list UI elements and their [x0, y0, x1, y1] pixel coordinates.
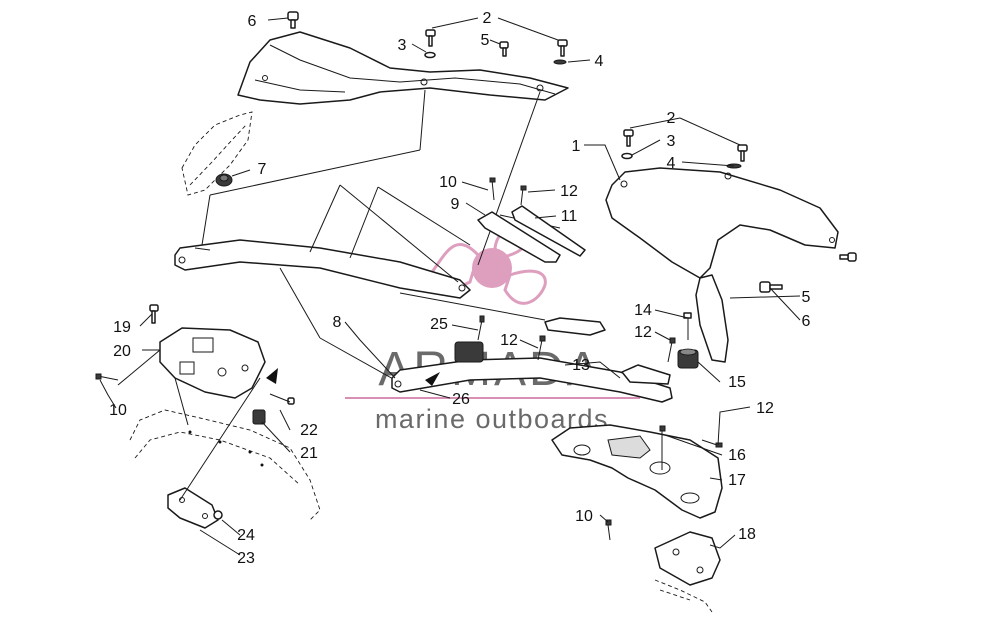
callout-6-top: 6 [248, 13, 257, 30]
callout-4-right: 4 [667, 155, 676, 172]
callout-3-top: 3 [398, 37, 407, 54]
pin-10-left-icon [95, 373, 119, 381]
callout-19: 19 [113, 319, 131, 336]
callout-labels: 6 2 3 5 4 7 1 2 3 4 5 6 10 9 12 11 8 25 … [109, 10, 810, 567]
bracket-20 [159, 327, 266, 399]
callout-25: 25 [430, 316, 448, 333]
pin-12-mid-icon [537, 335, 546, 361]
screw-2-upper-right-icon [623, 129, 634, 147]
screw-2-far-right-icon [737, 144, 748, 162]
pin-12-upper-icon [520, 185, 527, 206]
right-side-panel [605, 167, 839, 363]
callout-24: 24 [237, 527, 255, 544]
callout-21: 21 [300, 445, 318, 462]
mount-15-icon [677, 348, 699, 369]
callout-14: 14 [634, 302, 652, 319]
callout-6-right: 6 [802, 313, 811, 330]
callout-10-lower: 10 [575, 508, 593, 525]
callout-13: 13 [572, 357, 590, 374]
arrow-22-icon [266, 368, 278, 384]
callout-23: 23 [237, 550, 255, 567]
frame-rail-8 [174, 239, 471, 299]
nut-21-icon [252, 409, 266, 425]
callout-15: 15 [728, 374, 746, 391]
washer-24-icon [213, 510, 223, 520]
plate-23 [167, 487, 219, 529]
callout-7: 7 [258, 161, 267, 178]
mounting-bracket-17 [551, 424, 723, 519]
callout-10-left: 10 [109, 402, 127, 419]
callout-10-upper: 10 [439, 174, 457, 191]
plate-18 [654, 531, 721, 586]
callout-4-top: 4 [595, 53, 604, 70]
callout-1: 1 [572, 138, 581, 155]
pin-12-lower-icon [701, 439, 723, 448]
callout-11: 11 [561, 208, 578, 225]
bolt-19-icon [149, 304, 159, 324]
bolt-5-right-icon [759, 281, 783, 293]
callout-20: 20 [113, 343, 131, 360]
bolt-6-right-icon [839, 252, 857, 262]
bolt-22-icon [269, 393, 295, 405]
bracket-11 [511, 205, 586, 257]
pin-10-lower-icon [605, 519, 612, 541]
callout-12-lower: 12 [756, 400, 774, 417]
callout-5-right: 5 [802, 289, 811, 306]
bolt-6-top-icon [287, 11, 299, 29]
bracket-13-small [621, 364, 671, 385]
washer-3-right-icon [621, 152, 633, 160]
callout-17: 17 [728, 472, 746, 489]
callout-8: 8 [333, 314, 342, 331]
screw-2-right-icon [557, 39, 568, 57]
callout-22: 22 [300, 422, 318, 439]
callout-12-mid: 12 [500, 332, 518, 349]
pin-12-right-icon [667, 337, 676, 363]
left-frame-outline [181, 111, 253, 196]
bracket-9 [477, 211, 561, 263]
center-rail-13 [391, 317, 673, 403]
lower-right-frame-outline [654, 579, 713, 613]
washer-3-left-icon [424, 51, 436, 59]
callout-12-right: 12 [634, 324, 652, 341]
pin-16-icon [659, 425, 666, 470]
screw-2-left-icon [425, 29, 436, 47]
upper-left-side-panel [237, 31, 569, 105]
pin-10-upper-icon [489, 177, 496, 201]
callout-26: 26 [452, 391, 470, 408]
callout-5-top: 5 [481, 32, 490, 49]
clip-25-icon [454, 315, 485, 363]
callout-2-top: 2 [483, 10, 492, 27]
callout-18: 18 [738, 526, 756, 543]
arrow-26-icon [425, 372, 440, 386]
callout-3-right: 3 [667, 133, 676, 150]
callout-12-upper: 12 [560, 183, 578, 200]
assembly-guide-lines [201, 89, 561, 381]
callout-2-right: 2 [667, 110, 676, 127]
left-assembly-guide-lines [117, 349, 261, 501]
callout-leaders [99, 17, 801, 556]
callout-9: 9 [451, 196, 460, 213]
grommet-7-icon [215, 173, 233, 187]
screw-5-left-icon [499, 41, 509, 57]
callout-16: 16 [728, 447, 746, 464]
lower-left-frame-outline [129, 409, 321, 521]
washer-4-left-icon [553, 59, 567, 65]
